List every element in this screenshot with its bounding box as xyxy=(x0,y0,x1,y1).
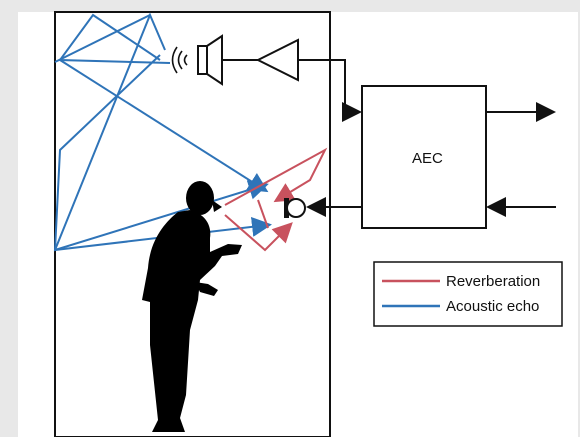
legend: Reverberation Acoustic echo xyxy=(373,261,563,327)
speaker-icon xyxy=(197,34,223,86)
aec-box xyxy=(361,85,487,229)
sound-waves-icon xyxy=(171,46,188,74)
legend-box xyxy=(373,261,563,327)
acoustic-echo-paths xyxy=(53,12,272,252)
room-box xyxy=(54,11,331,437)
far-end-signal-line xyxy=(298,59,362,122)
microphone-icon xyxy=(284,198,306,218)
legend-label-acoustic-echo: Acoustic echo xyxy=(446,298,539,315)
person-icon xyxy=(142,181,242,432)
reverberation-paths xyxy=(224,147,328,252)
aec-label: AEC xyxy=(412,150,443,167)
legend-label-reverberation: Reverberation xyxy=(446,273,540,290)
